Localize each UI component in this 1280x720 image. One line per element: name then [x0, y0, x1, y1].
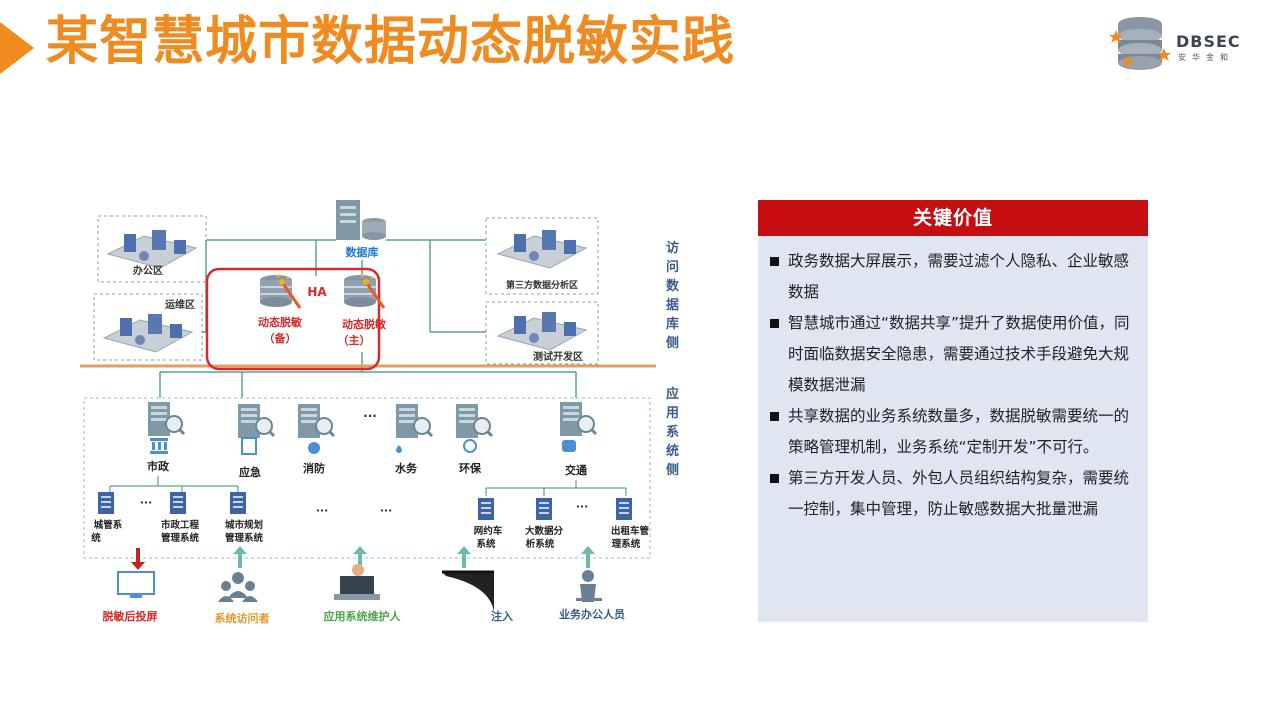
architecture-diagram: 办公区 运维区 数据库 第三方数据分析区 测试开发区	[70, 192, 686, 630]
key-value-list: 政务数据大屏展示，需要过滤个人隐私、企业敏感数据 智慧城市通过“数据共享”提升了…	[758, 236, 1148, 525]
system-label: 析系统	[526, 538, 555, 550]
system-ellipsis: ···	[380, 504, 393, 517]
actor-label: 注入	[491, 609, 513, 623]
square-bullet-icon	[770, 257, 779, 266]
visitors-icon	[218, 572, 258, 602]
list-item-text: 政务数据大屏展示，需要过滤个人隐私、企业敏感数据	[788, 252, 1130, 301]
up-arrow-icon	[581, 546, 595, 568]
up-arrow-icon	[353, 546, 367, 568]
database-stars-icon	[1109, 17, 1171, 70]
company-logo: DBSEC 安华金和	[1108, 12, 1258, 74]
injection-icon	[442, 570, 494, 612]
system-label: 市政工程	[161, 519, 200, 531]
application-zone	[83, 397, 651, 559]
actor-label: 系统访问者	[215, 611, 270, 625]
system-label: 管理系统	[225, 532, 264, 544]
dept-label: 环保	[459, 461, 482, 475]
office-worker-icon	[576, 570, 602, 602]
maintainer-icon	[334, 564, 380, 600]
dept-label: 交通	[565, 463, 587, 477]
test-dev-zone-label: 测试开发区	[533, 350, 583, 363]
square-bullet-icon	[770, 412, 779, 421]
third-party-zone-label: 第三方数据分析区	[506, 279, 578, 291]
up-arrow-icon	[457, 546, 471, 568]
list-item: 第三方开发人员、外包人员组织结构复杂，需要统一控制，集中管理，防止敏感数据大批量…	[770, 463, 1134, 525]
office-zone-label: 办公区	[133, 264, 163, 277]
system-ellipsis: ···	[140, 496, 153, 509]
system-label: 理系统	[612, 538, 641, 550]
masking-backup-sub: （备）	[264, 331, 297, 345]
masking-backup-label: 动态脱敏	[258, 315, 303, 329]
system-ellipsis: ···	[316, 504, 329, 517]
list-item: 政务数据大屏展示，需要过滤个人隐私、企业敏感数据	[770, 246, 1134, 308]
side-label-app: 应用系统侧	[665, 386, 679, 478]
ha-label: HA	[307, 285, 327, 299]
actor-label: 应用系统维护人	[324, 609, 402, 623]
dept-label: 消防	[303, 461, 325, 475]
system-label: 系统	[476, 538, 496, 550]
system-label: 大数据分	[525, 525, 564, 537]
list-item-text: 智慧城市通过“数据共享”提升了数据使用价值，同时面临数据安全隐患，需要通过技术手…	[788, 314, 1130, 394]
screen-icon	[117, 571, 155, 598]
logo-name: DBSEC	[1176, 32, 1241, 51]
system-label: 统	[91, 532, 101, 544]
dept-label: 水务	[395, 461, 418, 475]
test-dev-zone	[485, 301, 599, 365]
system-label: 网约车	[474, 525, 503, 537]
title-arrow-icon	[0, 22, 34, 74]
masking-ha-group	[205, 267, 381, 371]
list-item-text: 第三方开发人员、外包人员组织结构复杂，需要统一控制，集中管理，防止敏感数据大批量…	[788, 469, 1130, 518]
system-label: 管理系统	[161, 532, 200, 544]
logo-subtitle: 安华金和	[1178, 53, 1234, 62]
dept-label: 应急	[239, 465, 261, 479]
list-item-text: 共享数据的业务系统数量多，数据脱敏需要统一的策略管理机制，业务系统“定制开发”不…	[788, 407, 1130, 456]
masking-main-label: 动态脱敏	[342, 317, 387, 331]
square-bullet-icon	[770, 319, 779, 328]
dept-label: 市政	[147, 459, 170, 473]
third-party-zone	[485, 217, 599, 295]
actor-label: 业务办公人员	[559, 607, 625, 621]
square-bullet-icon	[770, 474, 779, 483]
key-value-panel: 关键价值 政务数据大屏展示，需要过滤个人隐私、企业敏感数据 智慧城市通过“数据共…	[758, 200, 1148, 622]
page-title: 某智慧城市数据动态脱敏实践	[46, 12, 736, 72]
system-label: 城市规划	[225, 519, 263, 531]
database-server-icon	[336, 200, 386, 240]
down-arrow-icon	[131, 548, 145, 570]
list-item: 智慧城市通过“数据共享”提升了数据使用价值，同时面临数据安全隐患，需要通过技术手…	[770, 308, 1134, 401]
database-label: 数据库	[346, 245, 379, 259]
side-label-access: 访问数据库侧	[666, 240, 680, 351]
list-item: 共享数据的业务系统数量多，数据脱敏需要统一的策略管理机制，业务系统“定制开发”不…	[770, 401, 1134, 463]
system-ellipsis: ···	[576, 500, 589, 513]
actor-label: 脱敏后投屏	[103, 609, 158, 623]
key-value-header: 关键价值	[758, 200, 1148, 236]
masking-main-sub: （主）	[338, 333, 371, 347]
system-label: 出租车管	[611, 525, 650, 537]
up-arrow-icon	[233, 546, 247, 568]
ops-zone-label: 运维区	[165, 298, 195, 311]
ops-zone	[93, 293, 203, 361]
system-label: 城管系	[94, 519, 123, 531]
dept-ellipsis: ···	[363, 409, 377, 423]
